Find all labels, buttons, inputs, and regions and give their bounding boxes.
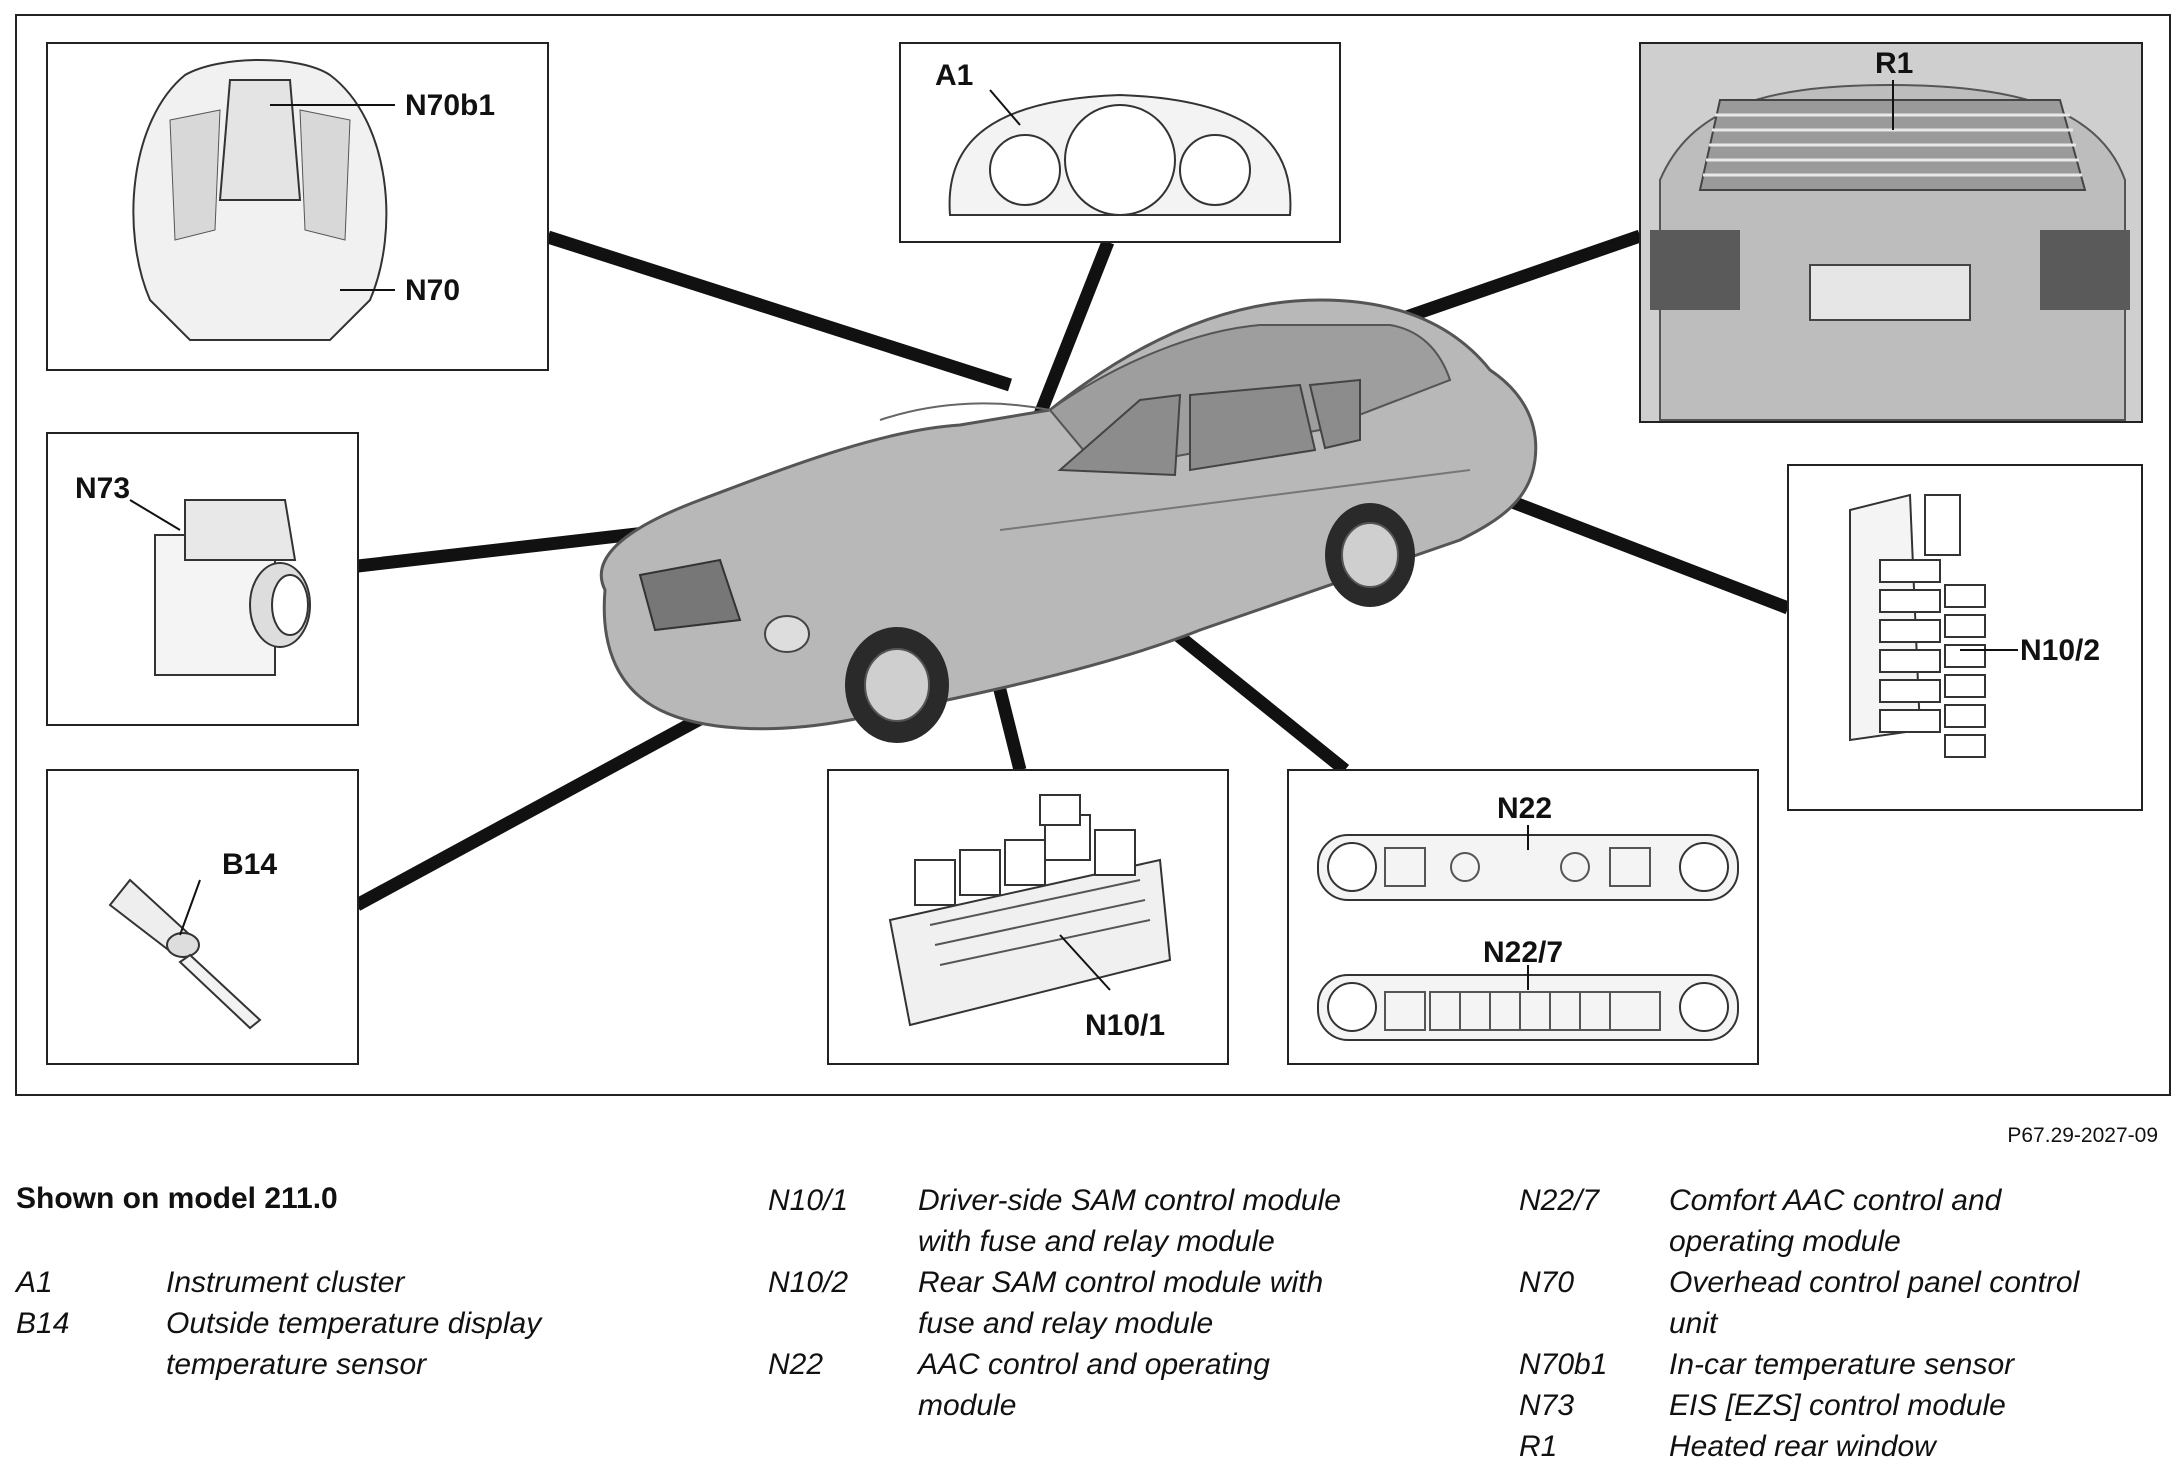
legend-item: N70b1 In-car temperature sensor	[1519, 1344, 2079, 1385]
panel-r1-rear-window: R1	[1639, 42, 2143, 423]
panel-n70-overhead: N70b1 N70	[46, 42, 549, 371]
legend-column-3: N22/7 Comfort AAC control and operating …	[1519, 1180, 2079, 1467]
legend-desc: In-car temperature sensor	[1669, 1348, 2015, 1381]
legend-column-2: N10/1 Driver-side SAM control module wit…	[768, 1180, 1341, 1426]
legend-item: A1 Instrument cluster	[16, 1262, 541, 1303]
legend-column-1: A1 Instrument cluster B14 Outside temper…	[16, 1262, 541, 1385]
callout-n70b1: N70b1	[405, 89, 495, 122]
callout-n10-2: N10/2	[2020, 634, 2100, 667]
legend-desc: Outside temperature display temperature …	[166, 1307, 542, 1381]
model-title: Shown on model 211.0	[16, 1182, 338, 1215]
callout-n22: N22	[1497, 792, 1552, 825]
callout-n73: N73	[75, 472, 130, 505]
legend-code: N70	[1519, 1266, 1575, 1299]
car-illustration	[599, 298, 1538, 743]
legend-desc: Rear SAM control module with fuse and re…	[918, 1266, 1324, 1340]
legend-code: N10/2	[768, 1266, 849, 1299]
legend-code: N73	[1519, 1389, 1575, 1422]
legend-item: R1 Heated rear window	[1519, 1426, 2079, 1467]
legend-item: N70 Overhead control panel control unit	[1519, 1262, 2079, 1344]
panel-n10-1-driver-sam: N10/1	[827, 769, 1229, 1065]
legend-desc: Instrument cluster	[166, 1266, 405, 1299]
legend-code: N10/1	[768, 1184, 849, 1217]
legend-code: R1	[1519, 1430, 1558, 1463]
legend-item: N10/1 Driver-side SAM control module wit…	[768, 1180, 1341, 1262]
legend-desc: Heated rear window	[1669, 1430, 1936, 1463]
callout-b14: B14	[222, 848, 277, 881]
legend-item: N73 EIS [EZS] control module	[1519, 1385, 2079, 1426]
figure-code: P67.29-2027-09	[2007, 1124, 2158, 1147]
callout-n22-7: N22/7	[1483, 936, 1563, 969]
panel-b14-sensor: B14	[46, 769, 359, 1065]
callout-r1: R1	[1875, 47, 1913, 80]
callout-n10-1: N10/1	[1085, 1009, 1165, 1042]
legend-desc: AAC control and operating module	[918, 1348, 1270, 1422]
callout-n70: N70	[405, 274, 460, 307]
legend-code: B14	[16, 1307, 70, 1340]
panel-n10-2-rear-sam: N10/2	[1787, 464, 2143, 811]
legend-code: N70b1	[1519, 1348, 1608, 1381]
panel-a1-instrument-cluster: A1	[899, 42, 1341, 243]
legend-desc: EIS [EZS] control module	[1669, 1389, 2006, 1422]
panel-n22-climate: N22 N22/7	[1287, 769, 1759, 1065]
legend-item: N10/2 Rear SAM control module with fuse …	[768, 1262, 1341, 1344]
legend-code: N22/7	[1519, 1184, 1600, 1217]
legend-desc: Comfort AAC control and operating module	[1669, 1184, 2002, 1258]
legend-item: N22/7 Comfort AAC control and operating …	[1519, 1180, 2079, 1262]
panel-n73-eis: N73	[46, 432, 359, 726]
legend-desc: Driver-side SAM control module with fuse…	[918, 1184, 1341, 1258]
legend-code: A1	[16, 1266, 53, 1299]
legend-item: B14 Outside temperature display temperat…	[16, 1303, 541, 1385]
legend-item: N22 AAC control and operating module	[768, 1344, 1341, 1426]
callout-a1: A1	[935, 59, 973, 92]
legend-desc: Overhead control panel control unit	[1669, 1266, 2080, 1340]
legend-code: N22	[768, 1348, 824, 1381]
component-locator-diagram: N70b1 N70 A1 R1	[46, 42, 2143, 1065]
